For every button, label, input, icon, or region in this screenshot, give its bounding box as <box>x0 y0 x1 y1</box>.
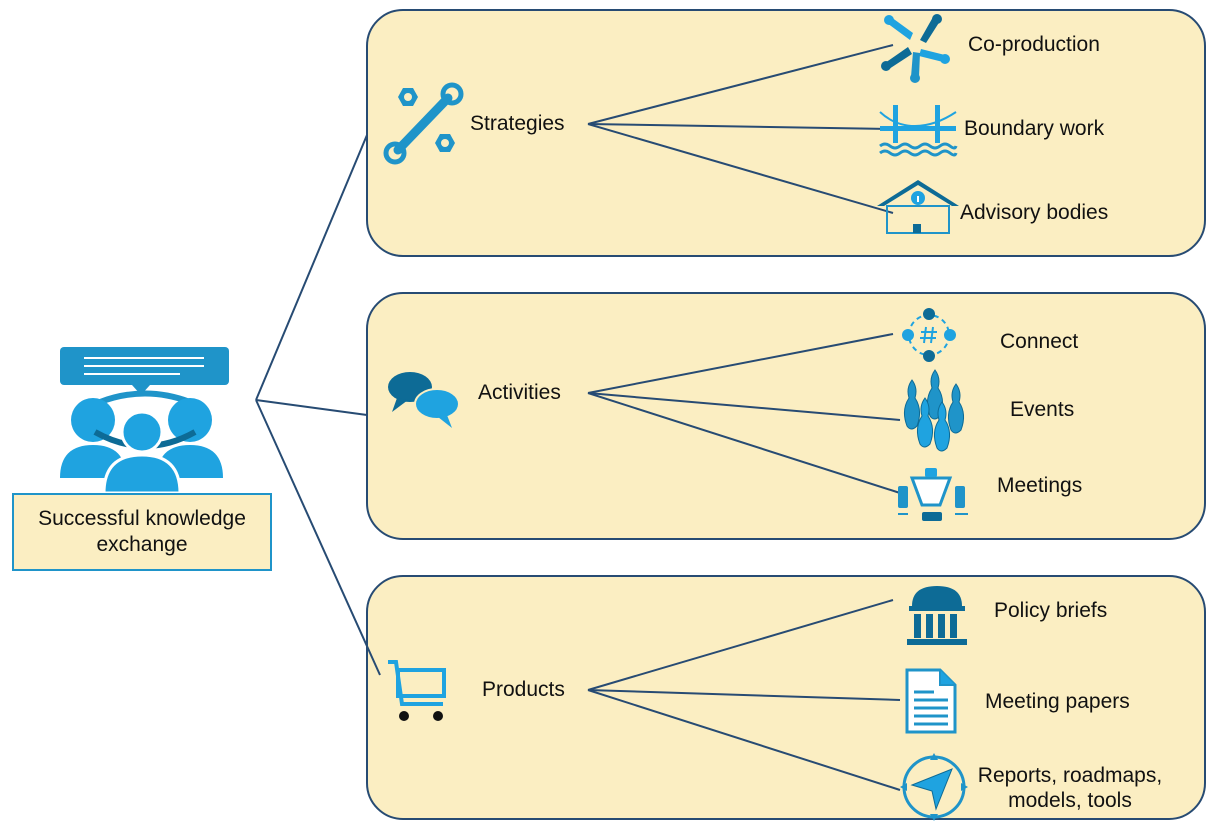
compass-icon <box>900 753 968 821</box>
item-label-connect: Connect <box>1000 330 1079 353</box>
bowling-pins-icon <box>903 369 965 452</box>
strategies-panel <box>366 9 1206 257</box>
activities-panel <box>366 292 1206 540</box>
hands-together-icon <box>881 14 950 83</box>
item-label-meeting-papers: Meeting papers <box>985 690 1130 713</box>
meeting-table-icon <box>898 468 968 521</box>
speech-bubbles-icon <box>388 372 460 428</box>
house-info-icon <box>877 180 959 234</box>
root-box: Successful knowledge exchange <box>12 493 272 571</box>
connector-activities-events <box>587 392 901 421</box>
connector-strategies-advisory <box>587 123 894 214</box>
connector-strategies-boundary <box>587 123 894 130</box>
item-label-reports-line2: models, tools <box>1008 789 1132 813</box>
connector-products-reports <box>587 689 901 791</box>
connector-products-policy <box>587 599 894 691</box>
item-label-co-production: Co-production <box>968 33 1100 56</box>
connector-root-strategies <box>255 134 368 401</box>
item-label-meetings: Meetings <box>997 474 1083 497</box>
document-icon <box>905 668 957 734</box>
connector-activities-connect <box>587 333 894 394</box>
item-label-events: Events <box>1010 398 1075 421</box>
connector-strategies-coproduction <box>587 44 894 125</box>
item-label-reports: Reports, roadmaps, models, tools <box>975 763 1165 813</box>
connector-products-papers <box>587 689 901 701</box>
item-label-policy-briefs: Policy briefs <box>994 599 1108 622</box>
group-label-products: Products <box>482 678 565 701</box>
item-label-advisory-bodies: Advisory bodies <box>960 201 1109 224</box>
item-label-reports-line1: Reports, roadmaps, <box>977 764 1163 787</box>
network-hash-icon <box>902 308 956 362</box>
government-building-icon <box>907 586 967 645</box>
products-panel <box>366 575 1206 820</box>
connector-root-activities <box>255 399 368 416</box>
connector-root-products <box>255 399 381 676</box>
bridge-icon <box>879 105 958 157</box>
wrench-bolts-icon <box>383 82 464 165</box>
root-label: Successful knowledge exchange <box>38 506 246 556</box>
group-label-strategies: Strategies <box>470 112 565 135</box>
shopping-cart-icon <box>388 660 446 721</box>
people-discussion-icon <box>60 347 229 495</box>
connector-activities-meetings <box>587 392 901 494</box>
group-label-activities: Activities <box>478 381 561 404</box>
item-label-boundary-work: Boundary work <box>964 117 1105 140</box>
